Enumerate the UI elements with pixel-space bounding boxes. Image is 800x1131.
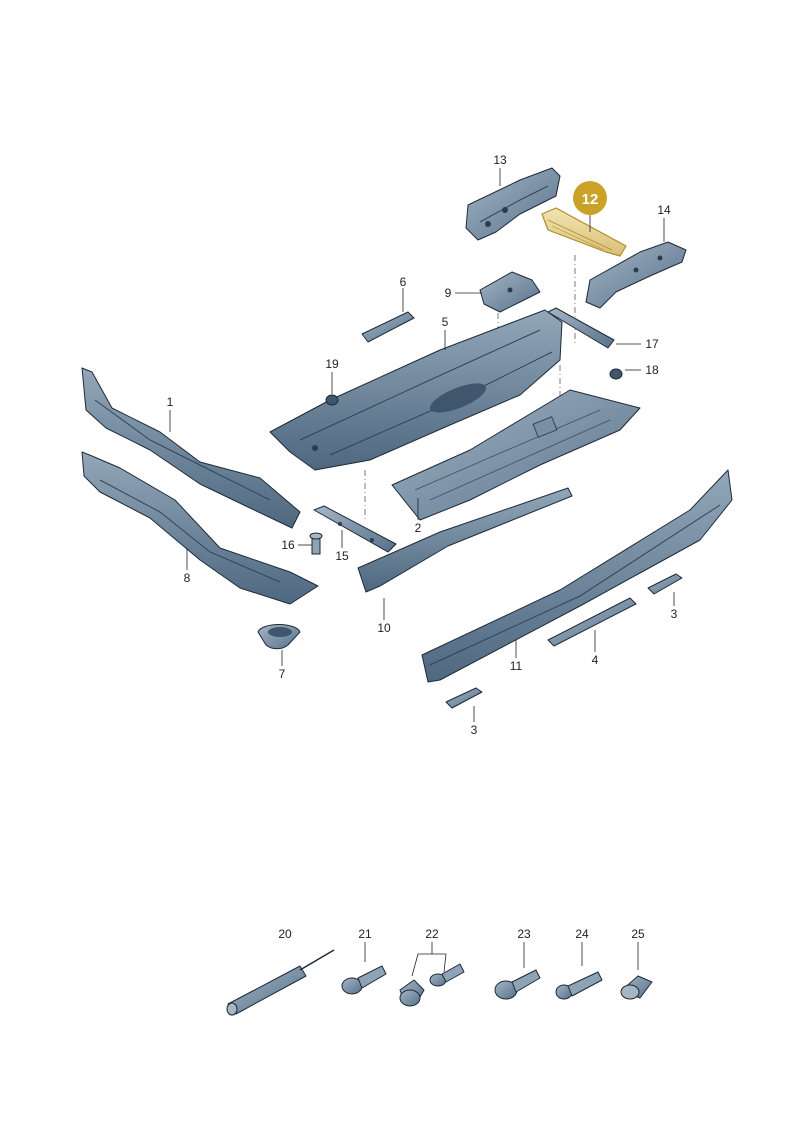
part-15-bracket[interactable] [313, 505, 397, 553]
callout-16-label: 16 [281, 538, 295, 552]
bottom-callout-leaders [364, 942, 639, 977]
part-9-support-bracket[interactable] [479, 271, 541, 313]
callout-3-bottom-label: 3 [471, 723, 478, 737]
callout-10-label: 10 [377, 621, 391, 635]
callout-6-label: 6 [400, 275, 407, 289]
callout-1-label: 1 [167, 395, 174, 409]
part-2-floor-panel[interactable] [391, 389, 641, 521]
part-3-clip-bottom[interactable] [445, 687, 483, 709]
callout-7-label: 7 [279, 667, 286, 681]
callout-19-label: 19 [325, 357, 339, 371]
callout-17-label: 17 [645, 337, 659, 351]
callout-5-label: 5 [442, 315, 449, 329]
part-11-side-sill[interactable] [421, 469, 733, 683]
callout-11-label: 11 [510, 659, 523, 673]
part-25-plug[interactable] [620, 975, 653, 1000]
part-22-bolt[interactable] [429, 963, 465, 987]
part-12-crossmember-highlighted[interactable] [541, 207, 627, 257]
part-8-side-member[interactable] [81, 451, 319, 605]
callout-12-highlight[interactable]: 12 [573, 181, 607, 215]
callout-20-label: 20 [278, 927, 292, 941]
part-3-clip-right[interactable] [647, 573, 683, 595]
callout-21-label: 21 [358, 927, 372, 941]
callout-13-label: 13 [493, 153, 507, 167]
callout-8-label: 8 [184, 571, 191, 585]
callout-2-label: 2 [415, 521, 422, 535]
part-7-cap[interactable] [257, 624, 301, 650]
callout-22-label: 22 [425, 927, 439, 941]
part-10-rail[interactable] [357, 487, 573, 593]
callout-15-label: 15 [335, 549, 349, 563]
part-1-side-member[interactable] [81, 367, 301, 529]
part-18-nut[interactable] [609, 368, 623, 380]
part-23-clip[interactable] [494, 969, 541, 1000]
part-22-plug[interactable] [399, 979, 425, 1007]
part-14-bracket[interactable] [585, 241, 687, 309]
callout-14-label: 14 [657, 203, 671, 217]
part-4-strip[interactable] [547, 597, 637, 647]
callout-24-label: 24 [575, 927, 589, 941]
part-5-floor-tunnel[interactable] [269, 309, 563, 471]
part-24-screw[interactable] [555, 971, 603, 1000]
part-19-nut[interactable] [325, 394, 339, 406]
callout-25-label: 25 [631, 927, 645, 941]
part-16-bolt[interactable] [309, 532, 323, 555]
callout-group [169, 168, 675, 722]
part-21-screw[interactable] [341, 965, 387, 995]
part-6-strip[interactable] [361, 311, 415, 343]
callout-9-label: 9 [445, 286, 452, 300]
callout-3-right-label: 3 [671, 607, 678, 621]
callout-12-label: 12 [582, 191, 599, 208]
part-13-bracket[interactable] [465, 167, 561, 241]
callout-18-label: 18 [645, 363, 659, 377]
part-20-sealant-tube[interactable] [226, 949, 335, 1016]
part-17-rail[interactable] [547, 307, 615, 349]
callout-4-label: 4 [592, 653, 599, 667]
callout-23-label: 23 [517, 927, 531, 941]
